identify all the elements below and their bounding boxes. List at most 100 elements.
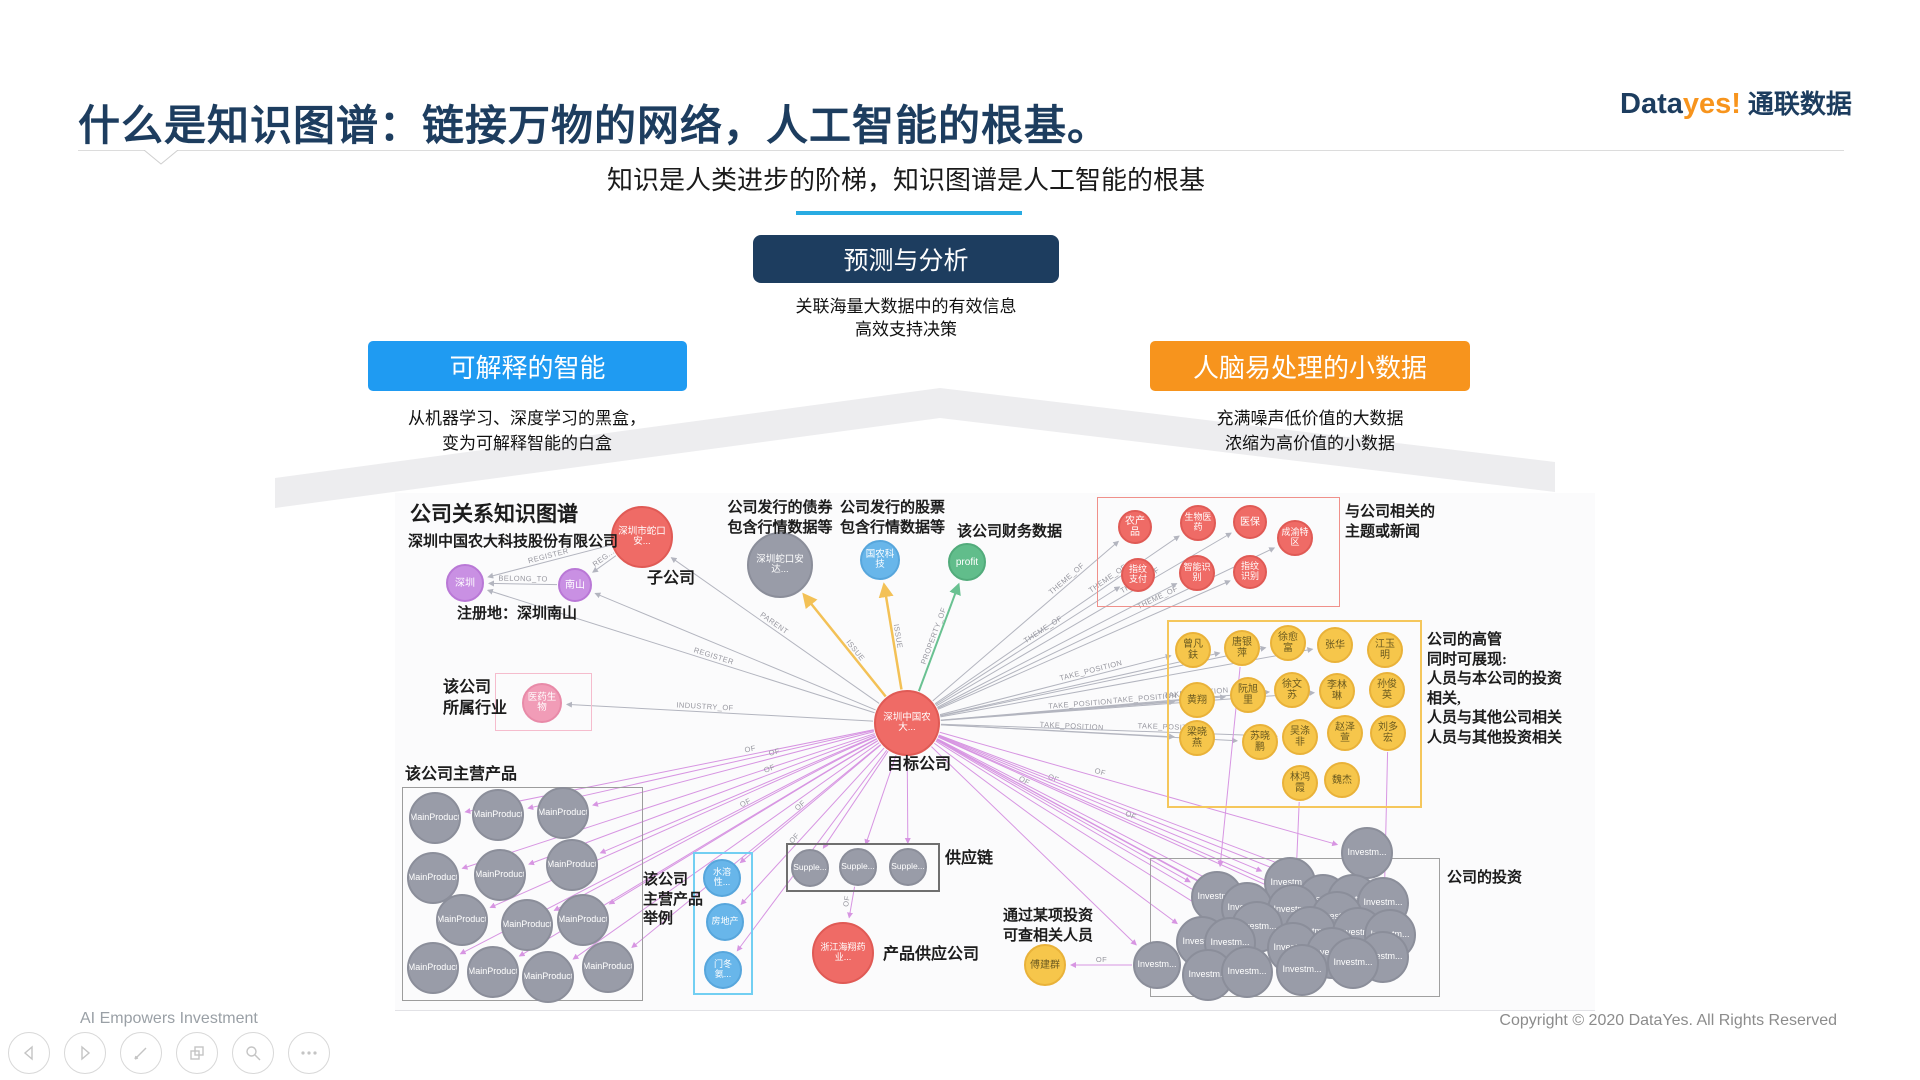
svg-text:PROPERTY_OF: PROPERTY_OF xyxy=(919,606,948,665)
graph-caption: 公司的高管 同时可展现: 人员与本公司的投资 相关, 人员与其他公司相关 人员与… xyxy=(1427,632,1563,746)
graph-caption: 该公司 所属行业 xyxy=(443,679,508,717)
graph-caption: 公司发行的股票 包含行情数据等 xyxy=(839,500,945,536)
graph-node-m1: MainProduct xyxy=(409,792,461,844)
prediction-analysis-box: 预测与分析 xyxy=(753,235,1059,283)
graph-node-sup2: Supple... xyxy=(839,848,877,886)
top-desc-line1: 关联海量大数据中的有效信息 xyxy=(795,297,1017,316)
graph-node-bond: 深圳蛇口安达... xyxy=(747,532,813,598)
zoom-button[interactable] xyxy=(232,1032,274,1074)
graph-node-inv23: Investm... xyxy=(1133,941,1181,989)
graph-caption: 与公司相关的 主题或新闻 xyxy=(1345,504,1436,540)
magnifier-icon xyxy=(246,1046,261,1061)
svg-text:PARENT: PARENT xyxy=(759,610,791,636)
datayes-logo: Datayes!通联数据 xyxy=(1620,84,1852,121)
graph-node-nanshan: 南山 xyxy=(558,568,592,602)
presenter-controls xyxy=(8,1032,330,1074)
graph-node-zhejiang: 浙江海翔药业... xyxy=(812,922,874,984)
graph-node-m9: MainProduct xyxy=(557,894,609,946)
graph-caption: 公司关系知识图谱 xyxy=(410,502,578,526)
graph-node-e16: 林鸿霞 xyxy=(1282,765,1318,801)
svg-text:OF: OF xyxy=(793,798,807,812)
graph-node-m12: MainProduct xyxy=(522,951,574,1003)
slides-panel-button[interactable] xyxy=(176,1032,218,1074)
executives-box xyxy=(1167,620,1422,808)
left-desc-line2: 变为可解释智能的白盒 xyxy=(442,434,612,453)
graph-caption: 目标公司 xyxy=(887,756,952,773)
graph-node-fjq: 傅建群 xyxy=(1024,944,1066,986)
graph-caption: 该公司主营产品 xyxy=(405,766,518,783)
graph-node-b1: 水溶性... xyxy=(703,859,741,897)
svg-text:INDUSTRY_OF: INDUSTRY_OF xyxy=(676,700,734,712)
graph-node-m7: MainProduct xyxy=(436,894,488,946)
graph-caption: 该公司 主营产品 举例 xyxy=(643,872,704,927)
graph-node-m8: MainProduct xyxy=(501,899,553,951)
graph-node-m13: MainProduct xyxy=(582,941,634,993)
graph-node-e10: 孙俊英 xyxy=(1369,672,1405,708)
graph-caption: 供应链 xyxy=(945,850,994,867)
graph-node-e11: 梁晓燕 xyxy=(1179,720,1215,756)
graph-node-t3: 医保 xyxy=(1233,505,1267,539)
main-product-box xyxy=(402,787,643,1001)
graph-node-e3: 徐愈富 xyxy=(1270,625,1306,661)
graph-node-sup3: Supple... xyxy=(889,848,927,886)
slides-icon xyxy=(190,1046,204,1060)
right-desc-line1: 充满噪声低价值的大数据 xyxy=(1216,409,1404,428)
title-divider xyxy=(78,150,1844,151)
graph-node-m2: MainProduct xyxy=(472,789,524,841)
graph-node-m3: MainProduct xyxy=(537,787,589,839)
graph-caption: 该公司财务数据 xyxy=(957,524,1063,540)
graph-node-t2: 生物医药 xyxy=(1180,505,1216,541)
industry-box xyxy=(495,673,592,731)
graph-node-stock: 国农科技 xyxy=(860,540,900,580)
graph-node-m6: MainProduct xyxy=(546,839,598,891)
svg-text:OF: OF xyxy=(744,743,757,754)
product-example-box xyxy=(693,852,753,995)
logo-cn: 通联数据 xyxy=(1747,89,1852,119)
svg-text:OF: OF xyxy=(841,895,852,908)
graph-node-e17: 魏杰 xyxy=(1324,762,1360,798)
graph-node-e1: 曾凡鈇 xyxy=(1175,632,1211,668)
top-desc-line2: 高效支持决策 xyxy=(855,320,957,339)
next-icon xyxy=(81,1045,91,1061)
graph-node-inv21: Investm... xyxy=(1276,944,1328,996)
theme-box xyxy=(1097,497,1340,607)
graph-node-sup1: Supple... xyxy=(791,849,829,887)
svg-text:ISSUE: ISSUE xyxy=(892,623,905,649)
graph-caption: 公司发行的债券 包含行情数据等 xyxy=(727,500,833,536)
small-data-box: 人脑易处理的小数据 xyxy=(1150,341,1470,391)
graph-node-e4: 张华 xyxy=(1317,627,1353,663)
page-title: 什么是知识图谱：链接万物的网络，人工智能的根基。 xyxy=(78,102,1111,150)
graph-caption: 子公司 xyxy=(647,570,696,587)
next-slide-button[interactable] xyxy=(64,1032,106,1074)
pen-icon xyxy=(134,1047,147,1060)
subtitle-underline xyxy=(796,211,1022,215)
pen-button[interactable] xyxy=(120,1032,162,1074)
graph-node-b2: 房地产 xyxy=(706,903,744,941)
graph-node-t6: 智能识别 xyxy=(1179,555,1215,591)
footer-tagline: AI Empowers Investment xyxy=(80,1010,258,1027)
graph-node-e15: 刘多宏 xyxy=(1370,715,1406,751)
graph-caption: 产品供应公司 xyxy=(883,946,980,963)
logo-yes: yes! xyxy=(1682,88,1741,120)
previous-icon xyxy=(23,1045,33,1061)
graph-node-t1: 农产品 xyxy=(1118,510,1152,544)
svg-text:OF: OF xyxy=(1094,766,1107,778)
graph-node-inv20: Investm... xyxy=(1221,946,1273,998)
graph-node-m5: MainProduct xyxy=(474,849,526,901)
graph-node-m11: MainProduct xyxy=(467,946,519,998)
graph-node-inv1: Investm... xyxy=(1341,827,1393,879)
svg-text:BELONG_TO: BELONG_TO xyxy=(498,574,547,584)
graph-caption: 注册地：深圳南山 xyxy=(457,606,578,622)
logo-data: Data xyxy=(1620,88,1683,120)
graph-node-m10: MainProduct xyxy=(407,942,459,994)
left-desc-line1: 从机器学习、深度学习的黑盒， xyxy=(408,409,646,428)
svg-text:OF: OF xyxy=(1096,955,1107,964)
graph-caption: 通过某项投资 可查相关人员 xyxy=(1003,908,1094,944)
svg-text:OF: OF xyxy=(763,762,777,774)
more-options-button[interactable] xyxy=(288,1032,330,1074)
previous-slide-button[interactable] xyxy=(8,1032,50,1074)
svg-text:OF: OF xyxy=(738,796,752,809)
graph-caption: 深圳中国农大科技股份有限公司 xyxy=(408,534,619,550)
divider-notch-icon xyxy=(143,150,179,165)
